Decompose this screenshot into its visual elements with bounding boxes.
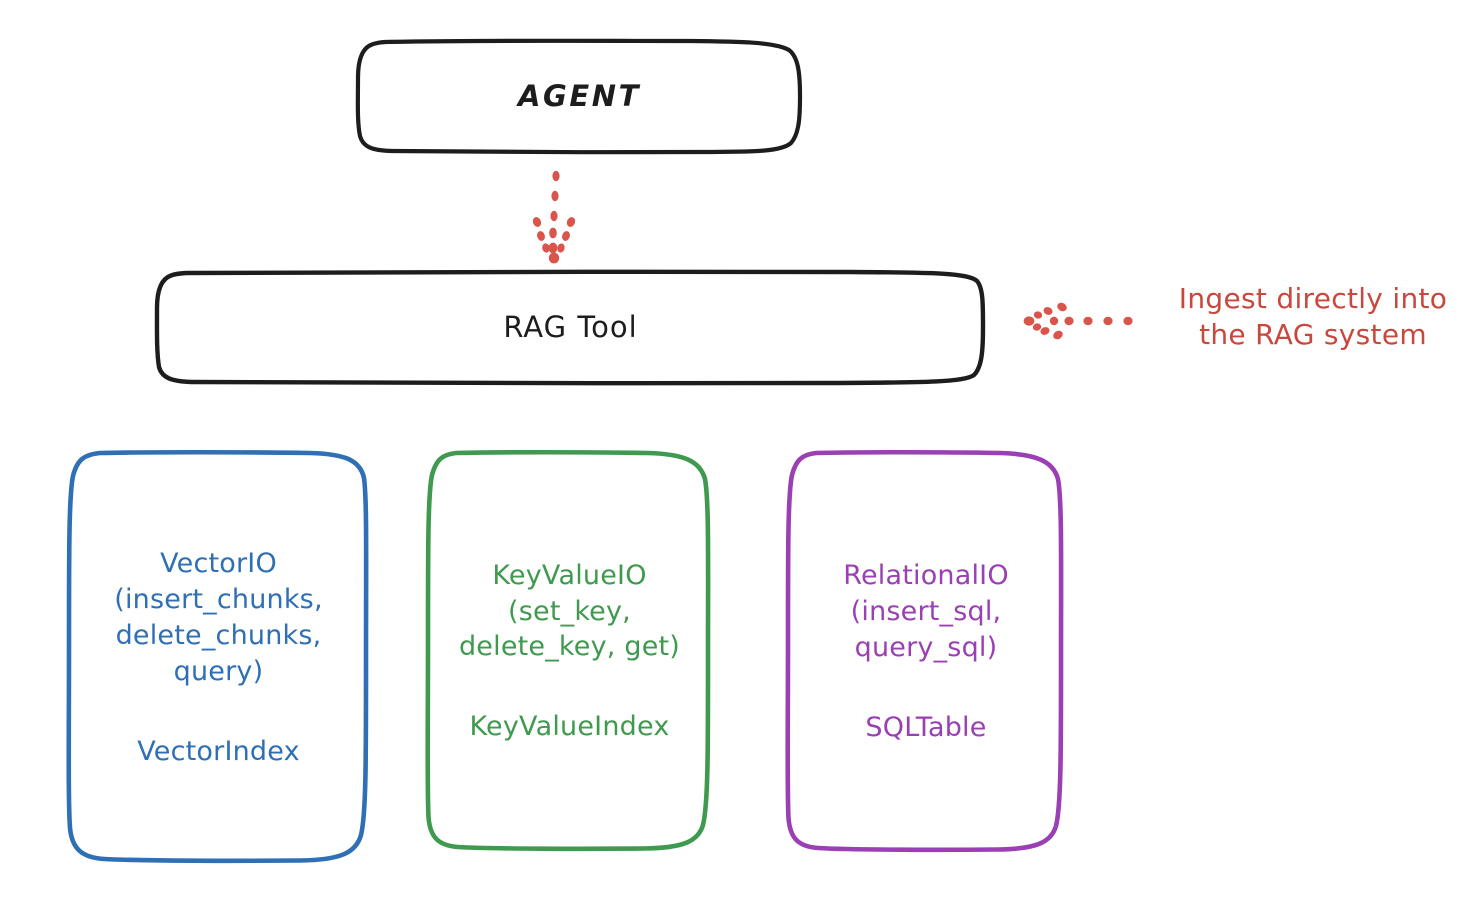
relationalio-subtitle: SQLTable	[865, 711, 987, 743]
relationalio-title: RelationalIO (insert_sql, query_sql)	[843, 560, 1009, 663]
vectorio-node[interactable]: VectorIO (insert_chunks, delete_chunks, …	[70, 452, 367, 861]
relationalio-box[interactable]	[785, 449, 1064, 853]
keyvalueio-subtitle: KeyValueIndex	[469, 711, 670, 743]
agent-label: AGENT	[517, 79, 642, 114]
rag-tool-box[interactable]	[154, 269, 986, 386]
vectorio-subtitle: VectorIndex	[137, 735, 300, 767]
vectorio-title: VectorIO (insert_chunks, delete_chunks, …	[114, 548, 323, 687]
agent-box[interactable]	[355, 38, 803, 155]
rag-tool-node[interactable]: RAG Tool	[157, 272, 984, 383]
keyvalueio-node[interactable]: KeyValueIO (set_key, delete_key, get) Ke…	[428, 452, 711, 848]
keyvalueio-title: KeyValueIO (set_key, delete_key, get)	[458, 559, 681, 663]
ingest-to-rag-dotted-arrow	[1023, 302, 1133, 340]
agent-node[interactable]: AGENT	[358, 41, 801, 153]
vectorio-box[interactable]	[66, 449, 369, 864]
agent-to-rag-dotted-arrow	[532, 170, 576, 264]
ingest-annotation-text: Ingest directly into the RAG system	[1178, 282, 1448, 352]
keyvalueio-box[interactable]	[425, 449, 711, 852]
relationalio-node[interactable]: RelationalIO (insert_sql, query_sql) SQL…	[788, 452, 1064, 849]
rag-tool-label: RAG Tool	[503, 309, 638, 344]
